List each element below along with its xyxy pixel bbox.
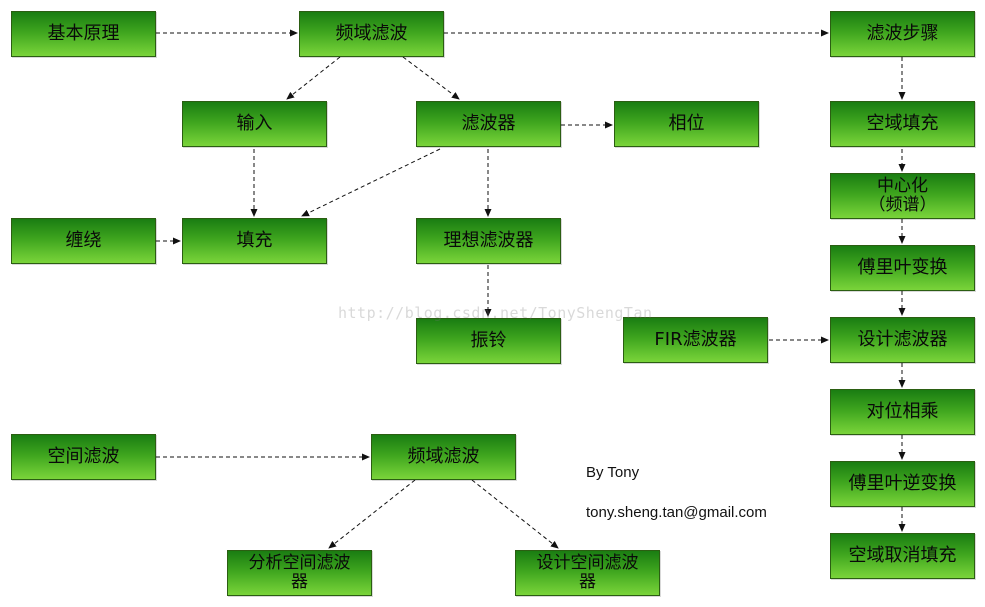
node-spatial-filter: 空间滤波 <box>11 434 156 480</box>
edge-freq-to-design-spatial <box>471 479 559 549</box>
node-design-filter: 设计滤波器 <box>830 317 975 363</box>
node-filter: 滤波器 <box>416 101 561 147</box>
node-unpad: 空域取消填充 <box>830 533 975 579</box>
credit-block: By Tony tony.sheng.tan@gmail.com <box>586 443 767 543</box>
edge-filter-to-padding <box>301 148 441 217</box>
node-fir-filter: FIR滤波器 <box>623 317 768 363</box>
edge-freq-to-analyze <box>328 479 416 549</box>
watermark-url: http://blog.csdn.net/TonyShengTan <box>338 304 653 322</box>
edge-freq-to-filter <box>402 56 460 100</box>
node-wrap: 缠绕 <box>11 218 156 264</box>
node-multiply: 对位相乘 <box>830 389 975 435</box>
node-inverse-fourier: 傅里叶逆变换 <box>830 461 975 507</box>
node-spatial-pad: 空域填充 <box>830 101 975 147</box>
node-freq-filter-top: 频域滤波 <box>299 11 444 57</box>
node-ringing: 振铃 <box>416 318 561 364</box>
credit-email: tony.sheng.tan@gmail.com <box>586 504 767 521</box>
node-freq-filter-bottom: 频域滤波 <box>371 434 516 480</box>
node-phase: 相位 <box>614 101 759 147</box>
node-input: 输入 <box>182 101 327 147</box>
edge-freq-to-input <box>286 56 341 100</box>
node-fourier: 傅里叶变换 <box>830 245 975 291</box>
node-padding: 填充 <box>182 218 327 264</box>
node-ideal-filter: 理想滤波器 <box>416 218 561 264</box>
node-centering: 中心化 （频谱） <box>830 173 975 219</box>
node-basic: 基本原理 <box>11 11 156 57</box>
credit-author: By Tony <box>586 464 640 481</box>
node-analyze-spatial: 分析空间滤波 器 <box>227 550 372 596</box>
node-steps: 滤波步骤 <box>830 11 975 57</box>
node-design-spatial: 设计空间滤波 器 <box>515 550 660 596</box>
